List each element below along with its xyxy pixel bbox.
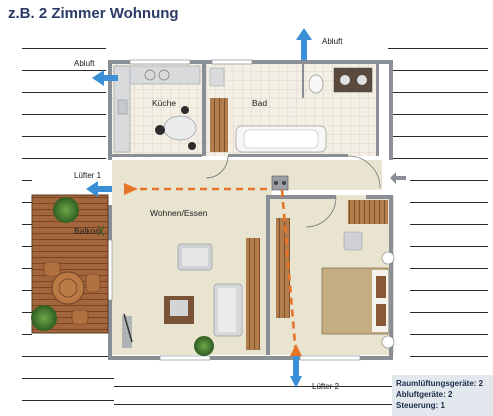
windows [107,59,361,361]
summary-exhaust-units: Abluftgeräte: 2 [396,390,453,399]
abluft-arrow-left-icon [92,70,118,86]
airflow-arrow-down-icon [290,344,302,356]
summary-ventilation-units: Raumlüftungsgeräte: 2 [396,379,484,388]
airflow-arrow-left-icon [124,183,138,195]
bedroom-door-swing [305,196,337,228]
device-summary-box: Raumlüftungsgeräte: 2 Abluftgeräte: 2 St… [392,375,493,416]
ventilation-unit-icon [271,175,289,191]
page-title: z.B. 2 Zimmer Wohnung [8,5,179,22]
living-furniture [122,238,260,356]
entrance-door-swing [347,155,381,189]
room-label-kitchen: Küche [152,98,177,108]
luefter2-arrow-down-icon [290,356,302,388]
room-label-bath: Bad [252,98,268,108]
abluft-top-label: Abluft [322,37,343,46]
abluft-arrow-up-icon [296,28,312,60]
luefter1-arrow-left-icon [86,181,112,197]
bath-furniture [209,67,373,153]
room-label-balcony: Balkon [74,226,100,236]
airflow-path [124,183,302,357]
entrance-arrow-icon [390,172,406,184]
bath-door-swing [205,155,229,179]
balcony [31,194,109,334]
luefter2-label: Lüfter 2 [312,382,340,391]
summary-controls: Steuerung: 1 [396,401,445,410]
kitchen-furniture [113,65,201,153]
abluft-left-label: Abluft [74,59,95,68]
room-label-living: Wohnen/Essen [150,208,208,218]
luefter1-label: Lüfter 1 [74,171,102,180]
